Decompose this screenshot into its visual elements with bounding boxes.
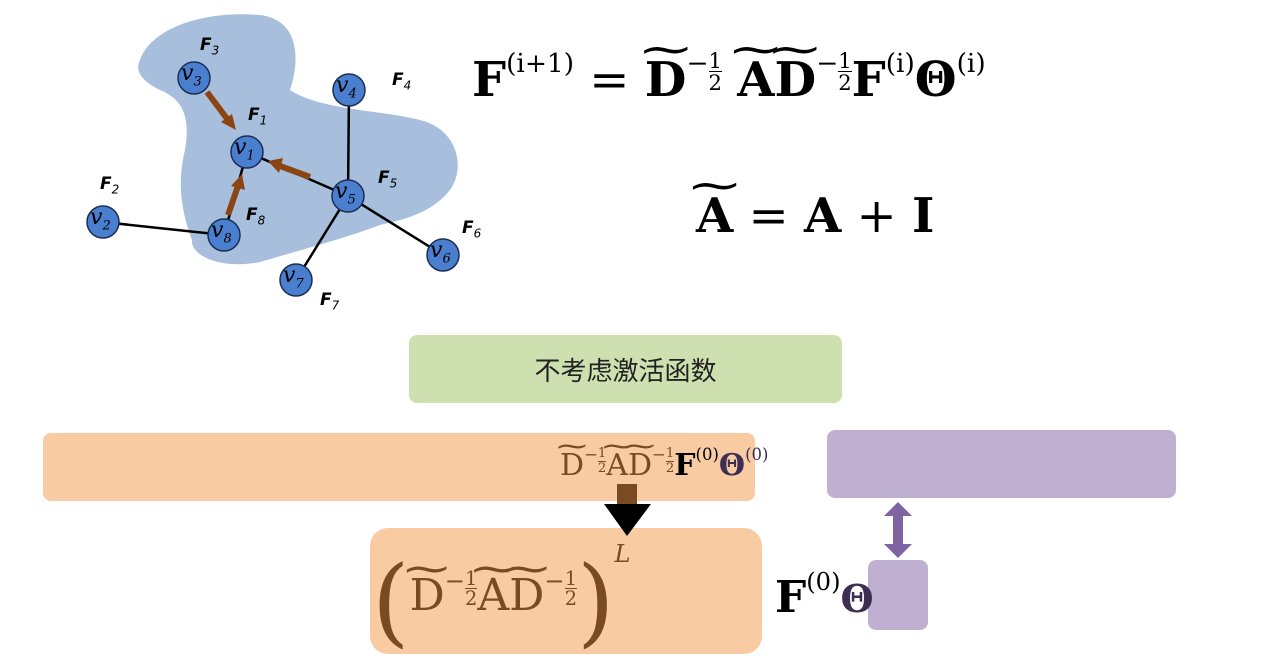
a-symbol: A	[804, 188, 842, 244]
f-symbol: F	[851, 51, 886, 108]
feature-label: F5	[378, 168, 398, 191]
equals: =	[748, 188, 789, 244]
feature-label: F3	[200, 35, 220, 58]
node-label: v6	[430, 238, 451, 267]
message-arrow	[204, 90, 231, 122]
node-v5	[331, 179, 365, 213]
right-paren: )	[577, 545, 615, 658]
node-label: v1	[234, 135, 255, 164]
no-activation-note: 不考虑激活函数	[409, 335, 842, 403]
node-v3	[177, 61, 211, 95]
feature-label: F4	[392, 70, 412, 93]
num: 1	[708, 47, 722, 73]
f-symbol: F	[674, 447, 696, 483]
d-tilde: D	[628, 448, 652, 483]
den: 2	[564, 587, 578, 611]
num: 1	[665, 446, 675, 462]
f-symbol: F	[775, 571, 807, 623]
den: 2	[465, 587, 478, 611]
plus: +	[856, 188, 897, 244]
den: 2	[708, 69, 722, 95]
propagation-formula: F(i+1) = D−12 AD−12F(i)Θ(i)	[472, 48, 986, 108]
top-expression: D−12AD−12F(0)Θ(0)	[560, 445, 768, 483]
num: 1	[838, 47, 852, 73]
node-label: v4	[336, 73, 357, 102]
f-symbol: F	[472, 51, 507, 108]
feature-label: F6	[462, 218, 482, 241]
den: 2	[665, 460, 675, 476]
graph-diagram	[86, 14, 460, 297]
superscript: (0)	[745, 445, 769, 464]
feature-label: F1	[248, 105, 268, 128]
node-v1	[230, 135, 264, 169]
den: 2	[597, 460, 607, 476]
superscript: (i)	[885, 48, 915, 79]
node-label: v7	[283, 263, 304, 292]
node-label: v8	[211, 218, 232, 247]
node-v7	[279, 263, 313, 297]
a-tilde: A	[696, 188, 733, 244]
node-v8	[207, 218, 241, 252]
message-arrow	[225, 185, 241, 216]
message-arrow	[278, 163, 312, 180]
node-label: v5	[335, 179, 356, 208]
lower-f-theta: F(0)Θ	[775, 568, 874, 623]
superscript: (i)	[956, 48, 986, 79]
superscript: (0)	[806, 568, 841, 596]
node-v4	[332, 73, 366, 107]
d-tilde: D	[645, 52, 687, 108]
lower-expression: (D−12AD−12)L	[372, 540, 631, 657]
d-tilde: D	[509, 570, 544, 621]
theta-symbol: Θ	[914, 51, 957, 108]
purple-box-top	[827, 430, 1176, 498]
self-loop-formula: A = A + I	[696, 188, 934, 244]
highlighted-region	[138, 14, 458, 265]
d-tilde: D	[774, 52, 816, 108]
d-tilde: D	[560, 448, 584, 483]
superscript: (0)	[695, 445, 719, 464]
theta-symbol: Θ	[840, 575, 874, 621]
node-label: v2	[90, 205, 111, 234]
d-tilde: D	[409, 570, 444, 621]
identity-symbol: I	[912, 188, 935, 244]
feature-label: F7	[320, 290, 340, 313]
num: 1	[564, 566, 578, 590]
power-l: L	[614, 540, 631, 568]
theta-symbol: Θ	[718, 447, 746, 483]
equals: =	[589, 51, 630, 108]
superscript: (i+1)	[506, 48, 575, 79]
den: 2	[838, 69, 852, 95]
feature-label: F2	[100, 174, 120, 197]
node-v6	[426, 238, 460, 272]
feature-label: F8	[246, 205, 266, 228]
node-v2	[86, 205, 120, 239]
purple-box-bottom	[868, 560, 928, 630]
double-arrow-icon	[884, 502, 912, 558]
node-label: v3	[181, 61, 202, 90]
down-arrow-icon	[604, 484, 651, 536]
